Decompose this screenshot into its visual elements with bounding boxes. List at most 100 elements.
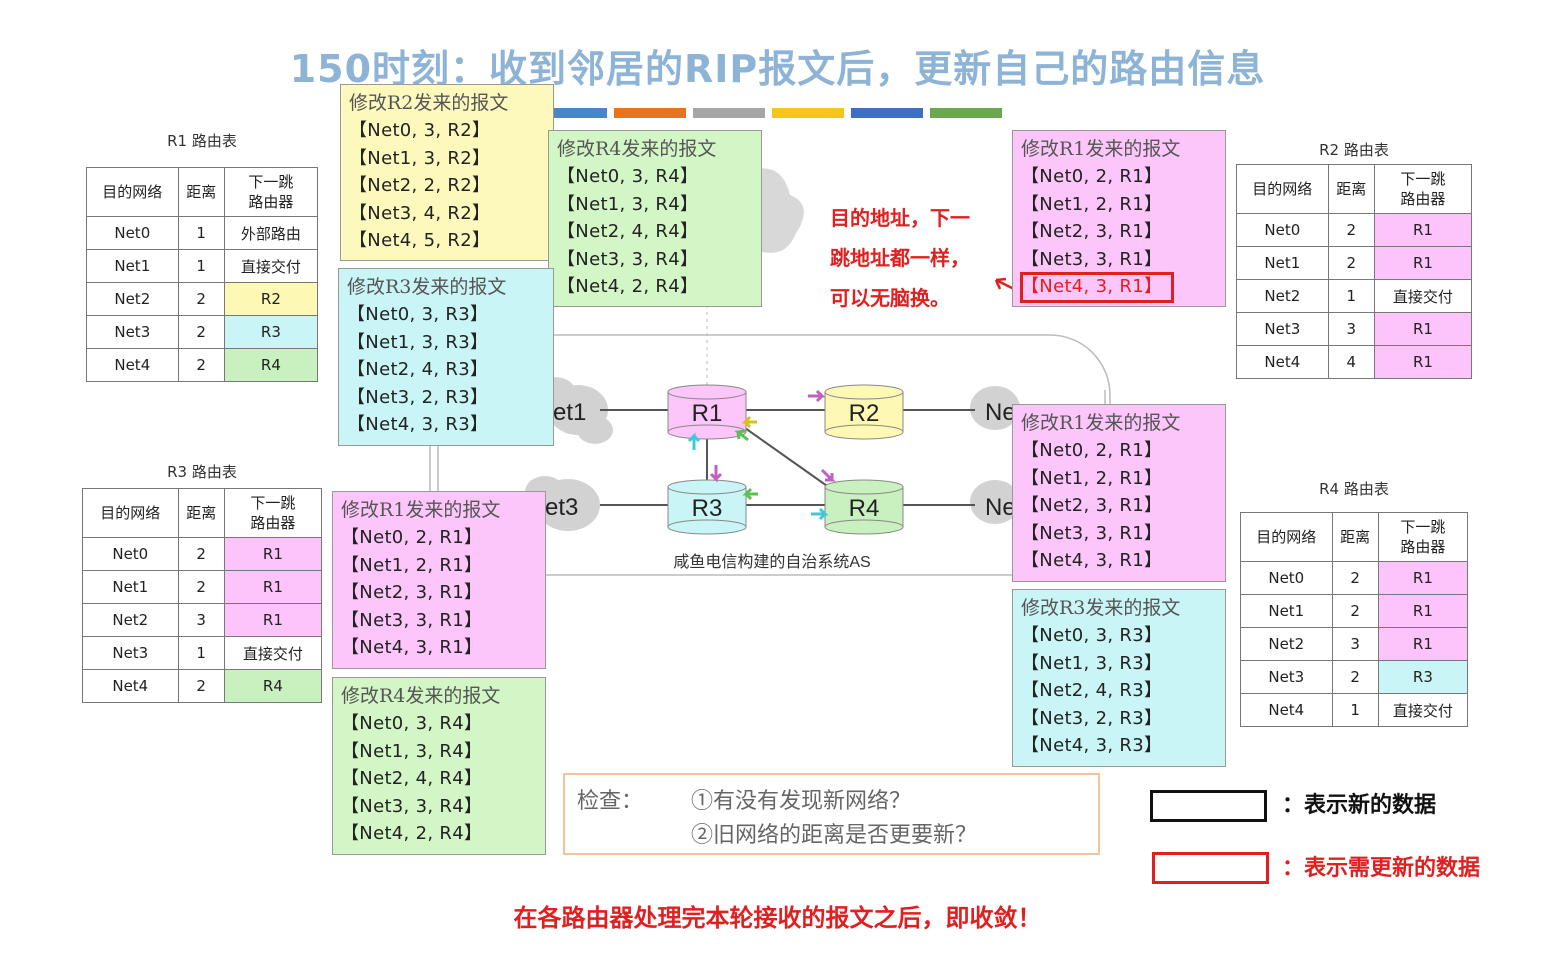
- cloud-label: et3: [545, 494, 578, 521]
- table-cell-net: Net4: [82, 669, 179, 703]
- message-entry: 【Net4, 3, R1】: [1021, 276, 1163, 297]
- table-header-row: 目的网络距离下一跳路由器: [82, 488, 323, 538]
- annotation-note: 目的地址，下一 跳地址都一样， 可以无脑换。: [830, 198, 970, 318]
- message-entry: 【Net1, 3, R4】: [341, 740, 483, 762]
- table-cell-net: Net3: [1236, 312, 1329, 346]
- message-entry: 【Net3, 2, R3】: [347, 386, 489, 408]
- table-cell-dist: 2: [177, 282, 225, 316]
- cloud-label: Ne: [985, 494, 1016, 521]
- table-cell-hop: R1: [1377, 561, 1469, 595]
- message-entry: 【Net3, 2, R3】: [1021, 707, 1163, 729]
- cloud-label: et1: [553, 399, 586, 426]
- message-entry: 【Net2, 4, R3】: [1021, 680, 1163, 701]
- table-caption: R1 路由表: [167, 132, 237, 150]
- table-cell-net: Net2: [82, 603, 179, 637]
- arrow-icon: [811, 507, 829, 521]
- table-header-cell: 下一跳路由器: [1373, 164, 1473, 214]
- table-cell-net: Net0: [1240, 561, 1333, 595]
- message-entry: 【Net2, 4, R4】: [557, 221, 699, 242]
- table-header-cell: 距离: [1327, 164, 1375, 214]
- router-label: R3: [692, 495, 723, 522]
- message-box: 修改R1发来的报文【Net0, 2, R1】【Net1, 2, R1】【Net2…: [1012, 404, 1226, 582]
- message-entry: 【Net4, 3, R3】: [1021, 735, 1163, 756]
- table-header-cell: 距离: [1331, 512, 1379, 562]
- table-cell-hop: R4: [223, 669, 323, 703]
- table-cell-dist: 3: [1331, 627, 1379, 661]
- message-box: 修改R3发来的报文【Net0, 3, R3】【Net1, 3, R3】【Net2…: [1012, 589, 1226, 767]
- color-bar: [535, 108, 607, 118]
- message-box: 修改R4发来的报文【Net0, 3, R4】【Net1, 3, R4】【Net2…: [548, 130, 762, 307]
- legend-update-swatch: [1152, 852, 1269, 884]
- message-box: 修改R3发来的报文【Net0, 3, R3】【Net1, 3, R3】【Net2…: [338, 268, 554, 446]
- table-cell-dist: 1: [1331, 693, 1379, 727]
- table-cell-hop: R3: [223, 315, 319, 349]
- note-line: 目的地址，下一: [830, 206, 970, 230]
- table-cell-dist: 2: [1327, 246, 1375, 280]
- check-box: 检查： ①有没有发现新网络？ ②旧网络的距离是否更要新？: [563, 773, 1100, 855]
- table-cell-dist: 4: [1327, 345, 1375, 379]
- router-r1: R1: [667, 384, 747, 440]
- arrow-icon: [820, 468, 836, 482]
- table-cell-net: Net0: [86, 216, 179, 250]
- table-cell-dist: 2: [177, 315, 225, 349]
- table-cell-hop: R1: [1373, 312, 1473, 346]
- arrow-icon: [709, 465, 723, 483]
- table-cell-net: Net1: [1240, 594, 1333, 628]
- table-caption: R3 路由表: [167, 463, 237, 481]
- message-entry: 【Net0, 2, R1】: [1021, 440, 1163, 461]
- message-entry: 【Net4, 2, R4】: [341, 823, 483, 844]
- table-cell-dist: 2: [1327, 213, 1375, 247]
- message-entry: 【Net2, 3, R1】: [1021, 495, 1163, 516]
- link: [744, 427, 831, 489]
- message-entry: 【Net1, 2, R1】: [341, 554, 483, 576]
- table-cell-hop: 直接交付: [223, 249, 319, 283]
- table-cell-dist: 2: [1331, 561, 1379, 595]
- message-entry: 【Net3, 3, R1】: [1021, 248, 1163, 270]
- router-r2: R2: [824, 384, 904, 440]
- message-title: 修改R4发来的报文: [557, 138, 717, 160]
- update-highlight: [1020, 272, 1174, 303]
- table-cell-hop: R1: [223, 570, 323, 604]
- color-bar: [930, 108, 1002, 118]
- table-header-row: 目的网络距离下一跳路由器: [1240, 512, 1469, 562]
- table-cell-dist: 2: [1331, 594, 1379, 628]
- color-bar: [851, 108, 923, 118]
- message-entry: 【Net2, 3, R1】: [1021, 221, 1163, 242]
- router-r3: R3: [667, 479, 747, 535]
- table-cell-hop: R1: [1373, 345, 1473, 379]
- message-entry: 【Net2, 2, R2】: [349, 175, 491, 196]
- message-entry: 【Net0, 3, R3】: [347, 304, 489, 325]
- table-header-cell: 下一跳路由器: [223, 488, 323, 538]
- table-header-cell: 目的网络: [82, 488, 179, 538]
- table-header-cell: 目的网络: [1236, 164, 1329, 214]
- table-caption: R2 路由表: [1319, 141, 1389, 159]
- table-cell-net: Net1: [1236, 246, 1329, 280]
- legend-new-label: ：表示新的数据: [1282, 793, 1437, 818]
- table-cell-net: Net4: [1240, 693, 1333, 727]
- table-cell-dist: 1: [177, 636, 225, 670]
- table-cell-net: Net0: [82, 537, 179, 571]
- message-entry: 【Net1, 2, R1】: [1021, 467, 1163, 489]
- table-cell-net: Net3: [1240, 660, 1333, 694]
- table-cell-net: Net4: [1236, 345, 1329, 379]
- table-cell-net: Net0: [1236, 213, 1329, 247]
- table-cell-net: Net3: [82, 636, 179, 670]
- arrow-icon: [741, 415, 757, 429]
